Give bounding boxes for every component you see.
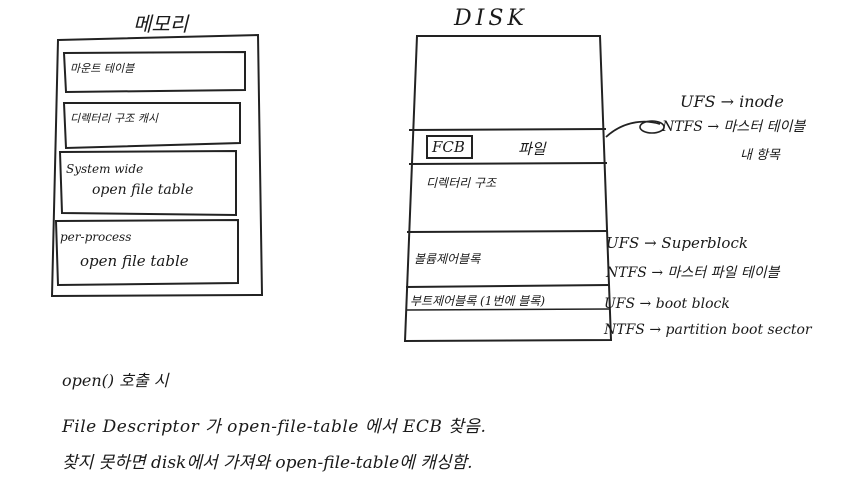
fcb-box <box>426 135 473 159</box>
disk-title: DISK <box>454 6 528 31</box>
disk-frame <box>403 35 613 343</box>
memory-box-process <box>54 218 239 287</box>
fcb-ntfs-cont-note: 내 항목 <box>740 148 781 163</box>
note-line-3: 찾지 못하면 disk에서 가져와 open-file-table에 캐싱함. <box>62 453 473 473</box>
memory-dircache-label: 디렉터리 구조 캐시 <box>70 112 158 125</box>
dir-structure-label: 디렉터리 구조 <box>426 176 497 190</box>
disk-sep-boot-bottom <box>405 308 611 311</box>
boot-ufs-note: UFS → boot block <box>604 296 730 312</box>
boot-ntfs-note: NTFS → partition boot sector <box>604 322 812 338</box>
boot-control-label: 부트제어블록 (1번에 블록) <box>410 294 546 308</box>
memory-process-oft-label: open file table <box>80 252 189 270</box>
fcb-ufs-note: UFS → inode <box>680 92 784 111</box>
fcb-connector <box>605 120 661 138</box>
fcb-connector-loop <box>639 120 665 134</box>
file-label: 파일 <box>518 140 546 158</box>
memory-title: 메모리 <box>133 12 189 36</box>
disk-sep-fcb-bottom <box>408 162 608 165</box>
volume-ufs-note: UFS → Superblock <box>606 234 748 252</box>
memory-box-dircache <box>62 102 241 150</box>
volume-ntfs-note: NTFS → 마스터 파일 테이블 <box>606 265 780 281</box>
memory-frame <box>50 33 264 298</box>
fcb-ntfs-note: NTFS → 마스터 테이블 <box>662 119 806 135</box>
disk-sep-fcb-top <box>408 128 607 131</box>
note-line-2: File Descriptor 가 open-file-table 에서 ECB… <box>62 417 487 437</box>
memory-system-oft-label: open file table <box>92 182 194 198</box>
memory-box-mount <box>62 50 246 94</box>
memory-system-wide-label: System wide <box>66 162 144 176</box>
volume-control-label: 볼륨제어블록 <box>414 252 481 266</box>
fcb-label: FCB <box>432 138 465 156</box>
disk-sep-boot <box>405 284 610 288</box>
memory-box-system <box>58 149 237 217</box>
disk-sep-volume <box>406 230 609 233</box>
memory-per-process-label: per-process <box>60 230 132 244</box>
note-line-1: open() 호출 시 <box>62 371 169 390</box>
memory-mount-label: 마운트 테이블 <box>70 62 135 75</box>
